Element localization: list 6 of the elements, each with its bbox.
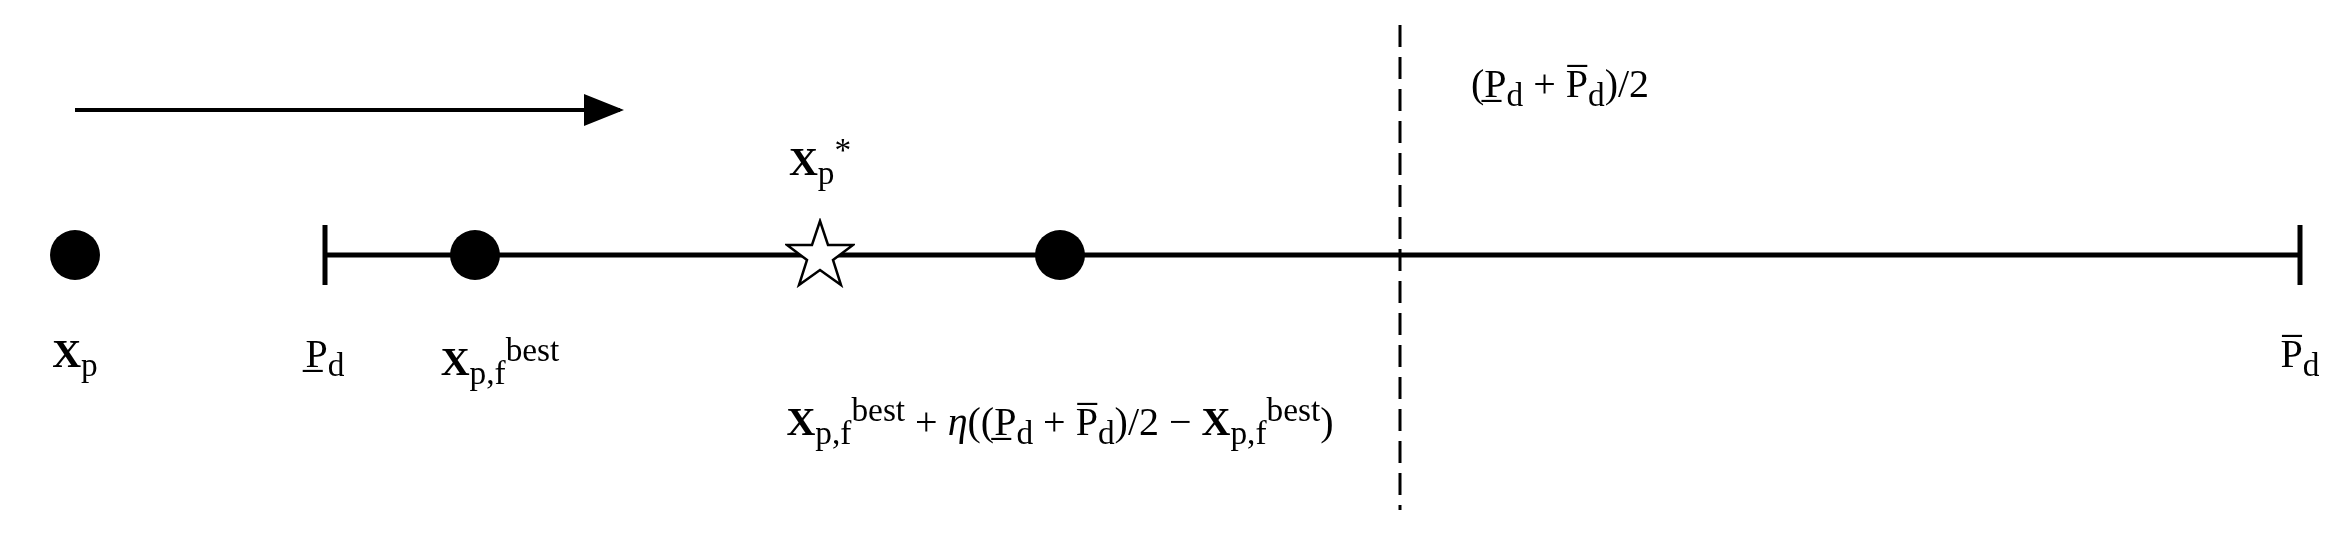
point-label: X$_{p,f}$$^{best}$ + η((P̲$_{d}$ + P̅$_{d}$)/2 − X$_{p,f}$$^{best}$) xyxy=(786,390,1334,454)
star-marker xyxy=(785,218,855,288)
point-label: X$_{p}$ xyxy=(52,330,98,385)
upper-bound-label: P̅$_{d}$ xyxy=(2280,330,2320,385)
point-dot xyxy=(50,230,100,280)
midpoint-formula: (P̲$_{d}$ + P̅$_{d}$)/2 xyxy=(1470,60,1650,115)
